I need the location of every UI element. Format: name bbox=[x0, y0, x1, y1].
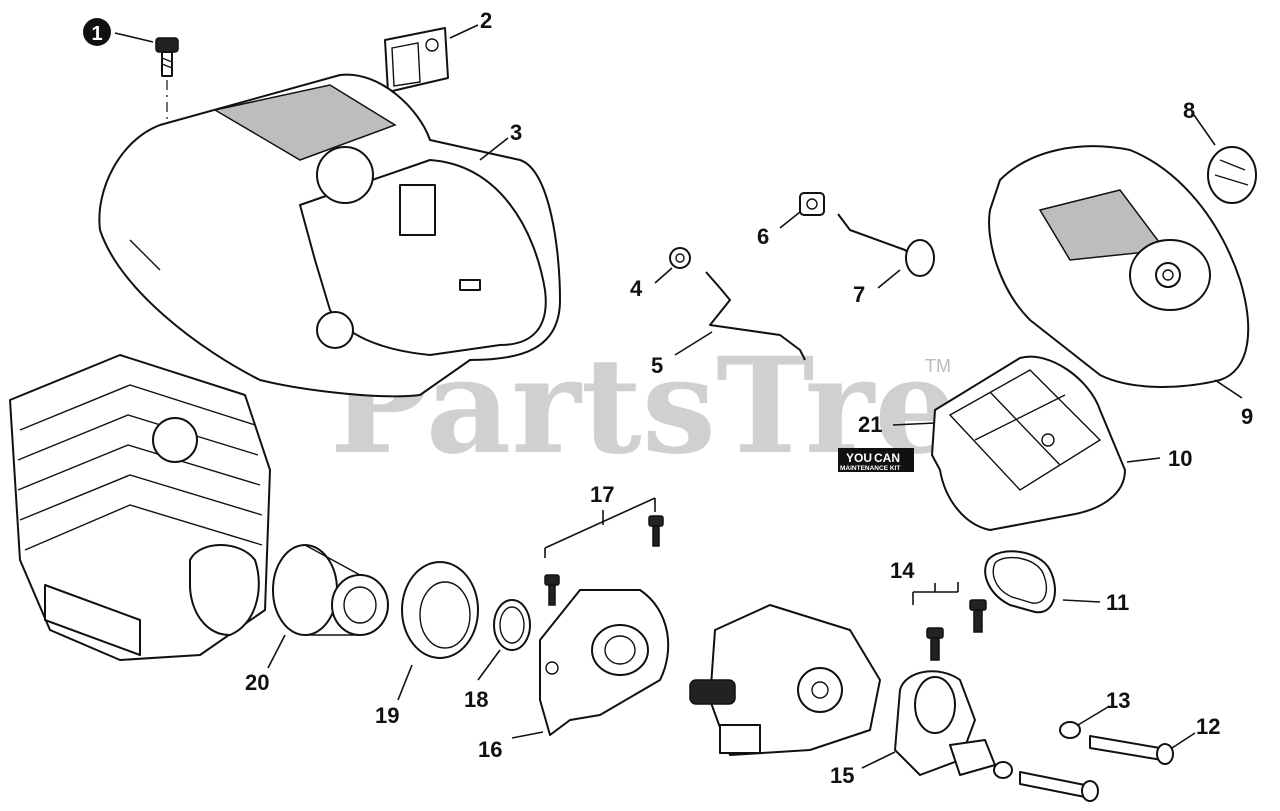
callout-11: 11 bbox=[1106, 590, 1129, 615]
part-3-top-cover[interactable] bbox=[98, 73, 561, 398]
part-18-o-ring[interactable] bbox=[493, 599, 531, 651]
callout-18: 18 bbox=[464, 687, 488, 712]
maintenance-kit-badge[interactable]: YOU CAN MAINTENANCE KIT bbox=[838, 448, 914, 472]
part-11-gasket[interactable] bbox=[984, 550, 1056, 614]
part-8-knob[interactable] bbox=[1207, 146, 1257, 204]
callout-8: 8 bbox=[1183, 98, 1195, 123]
part-12-bolts[interactable] bbox=[1019, 735, 1174, 802]
part-2-decal[interactable] bbox=[384, 27, 449, 93]
part-4-grommet[interactable] bbox=[669, 247, 691, 269]
leader-lines bbox=[114, 24, 1243, 769]
part-6-clip[interactable] bbox=[799, 192, 825, 216]
callout-9: 9 bbox=[1241, 404, 1253, 429]
part-5-throttle-rod[interactable] bbox=[705, 271, 806, 361]
part-19-ring[interactable] bbox=[401, 561, 479, 659]
part-13-washers[interactable] bbox=[993, 721, 1081, 779]
callout-20: 20 bbox=[245, 670, 269, 695]
callout-14: 14 bbox=[890, 558, 915, 583]
part-14-screws[interactable] bbox=[926, 599, 987, 661]
part-10-air-filter[interactable] bbox=[931, 355, 1126, 531]
callout-13: 13 bbox=[1106, 688, 1130, 713]
badge-you: YOU bbox=[846, 451, 872, 465]
badge-can: CAN bbox=[874, 451, 900, 465]
part-17-screws[interactable] bbox=[544, 515, 664, 606]
part-16-insulator[interactable] bbox=[539, 589, 670, 736]
part-20-intake-boot[interactable] bbox=[272, 544, 389, 636]
part-15-adapter[interactable] bbox=[894, 670, 996, 776]
callout-5: 5 bbox=[651, 353, 663, 378]
callout-7: 7 bbox=[853, 282, 865, 307]
svg-text:1: 1 bbox=[91, 23, 102, 45]
callout-1: 1 bbox=[83, 18, 111, 46]
callout-10: 10 bbox=[1168, 446, 1192, 471]
callout-21: 21 bbox=[858, 412, 882, 437]
callout-2: 2 bbox=[480, 8, 492, 33]
part-7-choke-rod[interactable] bbox=[837, 213, 935, 277]
callout-16: 16 bbox=[478, 737, 502, 762]
callout-12: 12 bbox=[1196, 714, 1220, 739]
badge-maintenance-kit: MAINTENANCE KIT bbox=[840, 465, 900, 472]
watermark-trademark: TM bbox=[925, 356, 951, 376]
part-9-filter-cover[interactable] bbox=[988, 145, 1250, 388]
callout-4: 4 bbox=[630, 276, 643, 301]
callout-3: 3 bbox=[510, 120, 522, 145]
callout-17: 17 bbox=[590, 482, 614, 507]
callout-15: 15 bbox=[830, 763, 854, 788]
part-carburetor[interactable] bbox=[689, 604, 881, 756]
callout-6: 6 bbox=[757, 224, 769, 249]
part-cylinder[interactable] bbox=[9, 354, 271, 661]
callout-19: 19 bbox=[375, 703, 399, 728]
